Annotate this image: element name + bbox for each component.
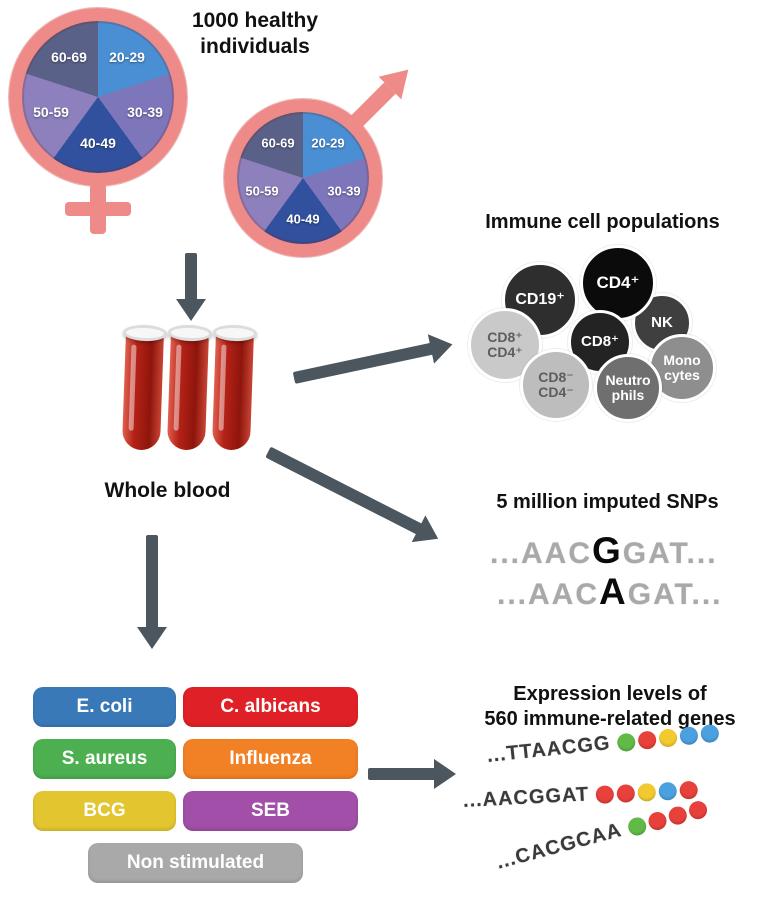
arrow-shaft bbox=[146, 535, 158, 629]
expression-dot bbox=[637, 782, 657, 802]
arrow-shaft bbox=[185, 253, 197, 301]
arrow-blood-to-snps bbox=[265, 446, 445, 553]
age-group-label: 30-39 bbox=[327, 183, 361, 199]
blood-tube-body bbox=[166, 333, 209, 451]
expression-dot bbox=[699, 723, 720, 743]
whole-blood-label: Whole blood bbox=[104, 479, 231, 502]
expression-dot-strip bbox=[625, 798, 709, 838]
cell-neutrophils: Neutro phils bbox=[594, 354, 662, 422]
age-group-label: 50-59 bbox=[33, 104, 69, 120]
stimulus-bcg: BCG bbox=[33, 791, 176, 831]
expression-dot bbox=[595, 784, 615, 804]
expression-dot bbox=[646, 809, 669, 832]
expression-dot bbox=[637, 729, 658, 750]
expression-title: Expression levels of 560 immune-related … bbox=[484, 683, 736, 730]
expression-dot bbox=[679, 780, 699, 800]
arrow-head bbox=[434, 759, 456, 789]
expression-dot bbox=[658, 727, 678, 748]
expression-dot bbox=[625, 814, 648, 838]
blood-tube bbox=[211, 324, 258, 453]
arrow-head bbox=[137, 627, 167, 649]
expression-dot bbox=[658, 781, 678, 801]
gene-sequence: ...AACGGAT bbox=[462, 783, 590, 812]
age-group-label: 60-69 bbox=[261, 135, 295, 151]
snp-seq-post: GAT... bbox=[627, 578, 723, 611]
expression-dot bbox=[616, 731, 637, 752]
gene-sequence: ...TTAACGG bbox=[485, 732, 612, 767]
cell-cd4: CD4⁺ bbox=[580, 245, 656, 321]
snp-variant-allele: G bbox=[592, 530, 623, 571]
stimulus-seb: SEB bbox=[183, 791, 358, 831]
expression-dot bbox=[679, 725, 699, 746]
snp-sequence-2: ...AACAGAT... bbox=[497, 571, 723, 613]
age-group-label: 40-49 bbox=[286, 211, 320, 227]
female-symbol-crossbar bbox=[65, 202, 131, 216]
age-group-label: 50-59 bbox=[245, 183, 279, 199]
blood-tube bbox=[121, 324, 168, 453]
arrow-blood-to-stimuli bbox=[137, 535, 167, 649]
snps-title: 5 million imputed SNPs bbox=[496, 491, 719, 513]
arrow-shaft bbox=[265, 446, 424, 535]
arrow-blood-to-cells bbox=[292, 329, 456, 384]
blood-tube-body bbox=[121, 333, 164, 451]
snp-variant-allele: A bbox=[599, 571, 628, 612]
arrow-head bbox=[427, 329, 456, 364]
age-group-label: 20-29 bbox=[311, 135, 345, 151]
age-group-label: 60-69 bbox=[51, 49, 87, 65]
male-symbol-arrow bbox=[350, 58, 420, 128]
immune-cell-cluster: NK CD19⁺ CD8⁺ CD4⁺ CD4⁺ CD8⁺ Mono cytes … bbox=[468, 243, 728, 438]
snp-seq-pre: ...AAC bbox=[490, 537, 592, 570]
age-group-label: 40-49 bbox=[80, 135, 116, 151]
stimulus-influenza: Influenza bbox=[183, 739, 358, 779]
snp-sequence-1: ...AACGGAT... bbox=[490, 530, 718, 572]
stimulus-s-aureus: S. aureus bbox=[33, 739, 176, 779]
stimulus-c-albicans: C. albicans bbox=[183, 687, 358, 727]
blood-tube bbox=[166, 324, 213, 453]
snp-seq-post: GAT... bbox=[622, 537, 718, 570]
blood-tube-body bbox=[211, 333, 254, 451]
female-symbol-pie-chart: 20-29 30-39 40-49 50-59 60-69 bbox=[9, 8, 187, 186]
stimulus-e-coli: E. coli bbox=[33, 687, 176, 727]
age-group-label: 30-39 bbox=[127, 104, 163, 120]
arrow-head bbox=[176, 299, 206, 321]
expression-dot-strip bbox=[595, 780, 699, 804]
arrow-shaft bbox=[368, 768, 436, 780]
snp-seq-pre: ...AAC bbox=[497, 578, 599, 611]
expression-dot bbox=[616, 783, 636, 803]
arrow-shaft bbox=[292, 342, 435, 384]
arrow-cohort-to-blood bbox=[176, 253, 206, 321]
arrow-stimuli-to-expression bbox=[368, 759, 456, 789]
expression-dot bbox=[686, 798, 709, 821]
cohort-title: 1000 healthy individuals bbox=[191, 9, 319, 59]
immune-populations-title: Immune cell populations bbox=[485, 211, 720, 233]
stimulus-non-stimulated: Non stimulated bbox=[88, 843, 303, 883]
age-group-label: 20-29 bbox=[109, 49, 145, 65]
expression-dot bbox=[666, 804, 689, 827]
male-symbol-arrow-shaft bbox=[350, 82, 396, 128]
gene-sequence: ...CACGCAA bbox=[494, 819, 625, 874]
cell-cd8neg-cd4neg: CD8⁻ CD4⁻ bbox=[520, 349, 592, 421]
